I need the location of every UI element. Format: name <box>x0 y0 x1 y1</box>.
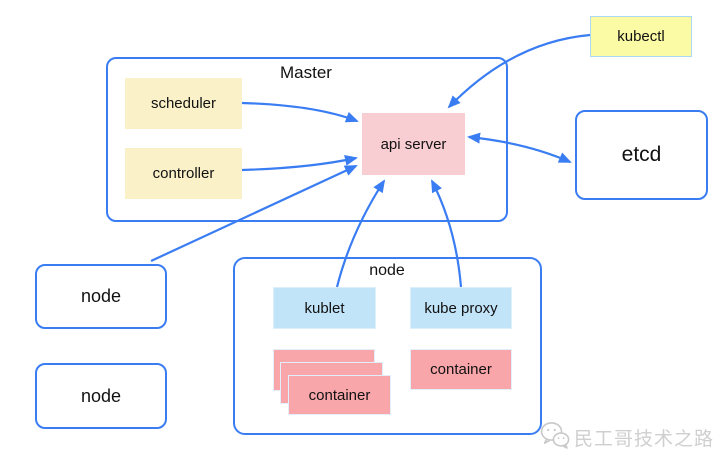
node-box-left-top: node <box>35 264 167 329</box>
container-stack-front: container <box>288 375 391 415</box>
wechat-icon <box>540 422 570 449</box>
node-box-left-bottom: node <box>35 363 167 429</box>
container-single-box: container <box>410 349 512 390</box>
master-group-label: Master <box>280 63 332 82</box>
scheduler-box: scheduler <box>125 78 242 129</box>
etcd-box: etcd <box>575 110 708 200</box>
watermark-text: 民工哥技术之路 <box>574 429 715 450</box>
kublet-box: kublet <box>273 287 376 329</box>
controller-box: controller <box>125 148 242 199</box>
kube-proxy-box: kube proxy <box>410 287 512 329</box>
worker-node-group-label: node <box>369 262 405 279</box>
api-server-box: api server <box>362 113 465 175</box>
kubectl-box: kubectl <box>590 16 692 57</box>
